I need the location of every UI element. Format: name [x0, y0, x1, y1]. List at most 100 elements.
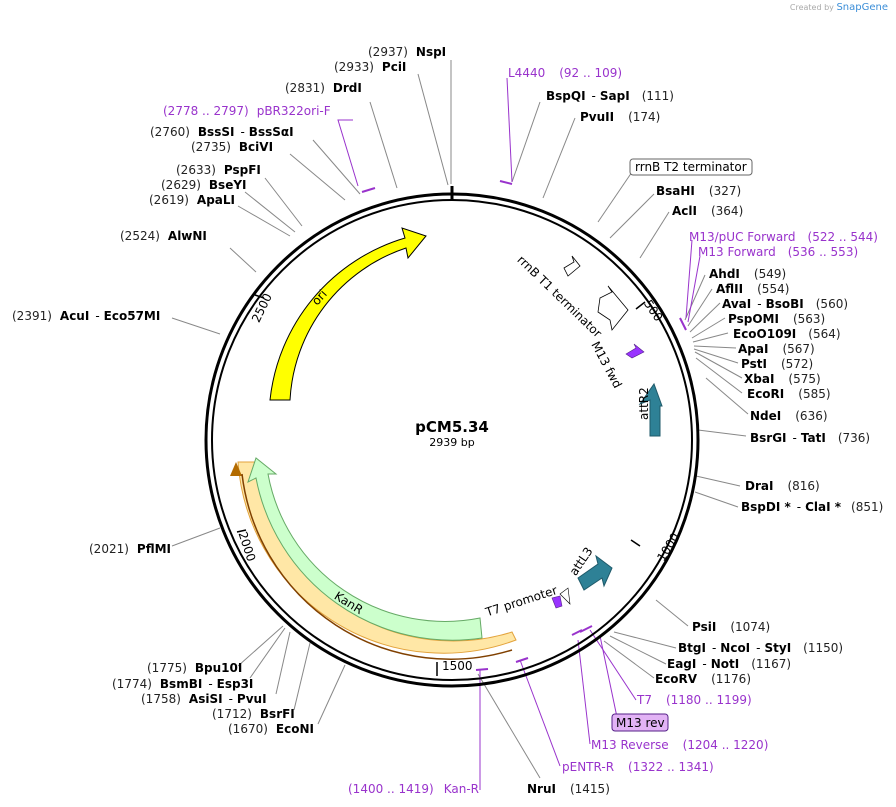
t7-range: (1180 .. 1199) — [666, 693, 752, 707]
apai-enzyme: ApaI — [738, 342, 768, 356]
svg-text:BtgI-NcoI-StyI(1150): BtgI-NcoI-StyI(1150) — [678, 641, 843, 655]
svg-text:(2633)PspFI: (2633) PspFI — [176, 163, 261, 177]
esp3i-enzyme: Esp3I — [217, 677, 254, 691]
m13-fwd-arrow — [625, 343, 645, 359]
plasmid-name: pCM5.34 — [415, 418, 489, 436]
nspi-pos: (2937) — [368, 45, 408, 59]
xbai-enzyme: XbaI — [744, 372, 774, 386]
svg-text:(2629)BseYI: (2629)BseYI — [161, 178, 247, 192]
kan-r-range: (1400 .. 1419) — [348, 782, 434, 796]
eagi-enzyme: EagI — [667, 657, 696, 671]
tick-500: 500 — [641, 297, 665, 324]
eagi-pos: (1167) — [751, 657, 791, 671]
acui-pos: (2391) — [12, 309, 52, 323]
aflii-enzyme: AflII — [716, 282, 743, 296]
pspomi-pos: (563) — [793, 312, 825, 326]
bsssai-enzyme: BssSαI — [249, 125, 294, 139]
right-labels: BspQI-SapI(111) PvuII(174) rrnB T2 termi… — [546, 89, 883, 774]
pbr322ori-f-primer: pBR322ori-F — [257, 104, 331, 118]
connector-lines — [171, 60, 749, 779]
pspfi-pos: (2633) — [176, 163, 216, 177]
rrnb-t2-box — [629, 158, 753, 176]
bpu10i-enzyme: Bpu10I — [195, 661, 242, 675]
svg-text:(2778 .. 2797)pBR322ori-F: (2778 .. 2797)pBR322ori-F — [163, 104, 331, 118]
svg-text:M13/pUC Forward(522 .. 544): M13/pUC Forward(522 .. 544) — [689, 230, 878, 244]
tick-2000: 2000 — [236, 530, 259, 563]
svg-text:(1758)AsiSI-PvuI: (1758)AsiSI-PvuI — [141, 692, 267, 706]
svg-text:XbaI(575): XbaI (575) — [744, 372, 821, 386]
svg-text:PsiI(1074): PsiI (1074) — [692, 620, 770, 634]
m13-forward-range: (536 .. 553) — [788, 245, 858, 259]
svg-text:EcoRV(1176): EcoRV(1176) — [655, 672, 751, 686]
svg-text:(1775)Bpu10I: (1775) Bpu10I — [147, 661, 242, 675]
pcii-enzyme: PciI — [382, 60, 407, 74]
alwni-enzyme: AlwNI — [168, 229, 207, 243]
m13-reverse-primer: M13 Reverse — [591, 738, 669, 752]
bseyi-enzyme: BseYI — [209, 178, 247, 192]
tick-1500: 1500 — [442, 659, 473, 673]
psii-pos: (1074) — [730, 620, 770, 634]
bspqi-pos: (111) — [642, 89, 674, 103]
l4440-primer: L4440 — [508, 66, 545, 80]
snapgene-credit: Created by SnapGene — [790, 2, 888, 13]
bspqi-enzyme: BspQI — [546, 89, 586, 103]
xbai-pos: (575) — [788, 372, 820, 386]
rrnb-t1-label: rrnB T1 terminator — [514, 253, 604, 341]
svg-text:PstI(572): PstI(572) — [741, 357, 813, 371]
econi-pos: (1670) — [228, 722, 268, 736]
bsssi-sep: - — [240, 125, 244, 139]
psii-enzyme: PsiI — [692, 620, 716, 634]
svg-text:BsrGI-TatI(736): BsrGI-TatI(736) — [750, 431, 870, 445]
svg-text:EagI-NotI(1167): EagI-NotI(1167) — [667, 657, 791, 671]
psti-pos: (572) — [781, 357, 813, 371]
bsmbi-enzyme: BsmBI — [160, 677, 202, 691]
m13-forward-primer: M13 Forward — [698, 245, 776, 259]
bspdi-sep: - — [797, 500, 801, 514]
bottom-labels: (1400 .. 1419)Kan-R NruI(1415) — [348, 782, 610, 796]
svg-text:pENTR-R(1322 .. 1341): pENTR-R(1322 .. 1341) — [562, 760, 714, 774]
tati-enzyme: TatI — [801, 431, 826, 445]
drai-enzyme: DraI — [745, 479, 773, 493]
aflii-pos: (554) — [757, 282, 789, 296]
ecorv-pos: (1176) — [711, 672, 751, 686]
bpu10i-pos: (1775) — [147, 661, 187, 675]
svg-text:(2831)DrdI: (2831) DrdI — [285, 81, 362, 95]
drdi-pos: (2831) — [285, 81, 325, 95]
top-labels: (2937)NspI (2933)PciI (2831)DrdI L4440(9… — [285, 45, 622, 95]
tick-1000: 1000 — [654, 530, 682, 563]
btgi-sep: - — [712, 641, 716, 655]
bsahi-pos: (327) — [709, 184, 741, 198]
pflmi-pos: (2021) — [89, 542, 129, 556]
apai-pos: (567) — [782, 342, 814, 356]
svg-text:(2760)BssSI-BssSαI: (2760)BssSI-BssSαI — [150, 125, 294, 139]
svg-text:(2021)PflMI: (2021)PflMI — [89, 542, 171, 556]
m13-rev-label: M13 rev — [616, 716, 665, 730]
nrui-enzyme: NruI — [527, 782, 556, 796]
pspfi-enzyme: PspFI — [224, 163, 261, 177]
t7-terminator-arrow — [559, 587, 571, 605]
svg-text:PspOMI(563): PspOMI (563) — [728, 312, 825, 326]
drdi-enzyme: DrdI — [333, 81, 362, 95]
svg-text:M13 Forward(536 .. 553): M13 Forward (536 .. 553) — [698, 245, 858, 259]
ahdi-enzyme: AhdI — [709, 267, 740, 281]
avai-enzyme: AvaI — [722, 297, 751, 311]
btgi-enzyme: BtgI — [678, 641, 706, 655]
svg-text:AvaI-BsoBI(560): AvaI-BsoBI(560) — [722, 297, 848, 311]
svg-text:T7(1180 .. 1199): T7(1180 .. 1199) — [636, 693, 752, 707]
apali-enzyme: ApaLI — [197, 193, 235, 207]
svg-text:AclI(364): AclI(364) — [672, 204, 743, 218]
credit-prefix: Created by — [789, 3, 834, 12]
svg-text:AhdI(549): AhdI(549) — [709, 267, 786, 281]
ori-arrow — [269, 227, 427, 401]
pspomi-enzyme: PspOMI — [728, 312, 779, 326]
bsrfi-pos: (1712) — [212, 707, 252, 721]
asisi-pos: (1758) — [141, 692, 181, 706]
clai-enzyme: ClaI * — [805, 500, 842, 514]
svg-text:(1712)BsrFI: (1712)BsrFI — [212, 707, 295, 721]
acui-sep: - — [95, 309, 99, 323]
kanr-outline-arrowhead — [230, 462, 242, 476]
svg-text:BspQI-SapI(111): BspQI-SapI(111) — [546, 89, 674, 103]
svg-text:(2933)PciI: (2933)PciI — [334, 60, 406, 74]
left-labels: (2778 .. 2797)pBR322ori-F (2760)BssSI-Bs… — [12, 104, 331, 736]
asisi-enzyme: AsiSI — [189, 692, 223, 706]
